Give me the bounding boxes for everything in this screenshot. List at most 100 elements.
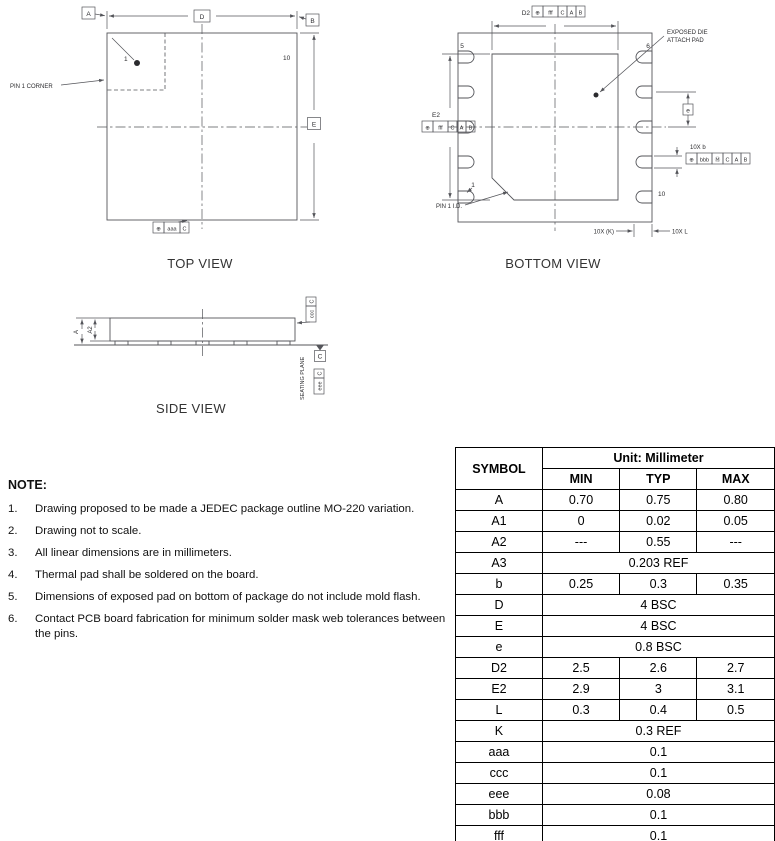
a-dimension-lines xyxy=(76,317,110,344)
symbol-cell: ccc xyxy=(455,762,543,784)
top-view-title: TOP VIEW xyxy=(167,256,233,271)
span-cell: 0.1 xyxy=(541,804,775,826)
b-tolerance-frame: ⊕ bbb Ⓜ C A B xyxy=(685,152,751,165)
pin1-id-label: PIN 1 I.D. xyxy=(436,204,462,210)
bottom-view-title: BOTTOM VIEW xyxy=(505,256,601,271)
frame-symbol: ⊕ xyxy=(156,226,161,232)
frame-datum: C xyxy=(183,226,187,232)
frame-tolerance: fff xyxy=(438,125,443,131)
centerlines xyxy=(448,24,666,231)
note-number: 3. xyxy=(8,547,18,560)
e2-dimension-label: E2 xyxy=(432,112,440,119)
note-number: 4. xyxy=(8,569,18,582)
symbol-header: SYMBOL xyxy=(455,447,543,490)
table-row: aaa 0.1 xyxy=(455,741,775,763)
typ-cell: 0.55 xyxy=(619,531,698,553)
table-row: E2 2.9 3 3.1 xyxy=(455,678,775,700)
d2-tolerance-frame: ⊕ fff C A B xyxy=(531,5,586,18)
max-cell: 2.7 xyxy=(696,657,775,679)
table-row: ccc 0.1 xyxy=(455,762,775,784)
frame-datum-b: B xyxy=(579,10,583,16)
d2-dimension-lines xyxy=(491,21,619,50)
symbol-cell: b xyxy=(455,573,543,595)
symbol-cell: E xyxy=(455,615,543,637)
col-min-header: MIN xyxy=(541,468,621,490)
dim-d-box xyxy=(193,9,211,23)
frame-tolerance: fff xyxy=(548,10,553,16)
table-row: A1 0 0.02 0.05 xyxy=(455,510,775,532)
a2-dimension-lines xyxy=(90,319,110,342)
exposed-pad xyxy=(491,53,619,201)
span-cell: 0.8 BSC xyxy=(541,636,775,658)
frame-datum-c: C xyxy=(726,157,730,163)
frame-datum-b: B xyxy=(744,157,748,163)
seating-plane-label: SEATING PLANE xyxy=(300,356,306,400)
typ-cell: 0.3 xyxy=(619,573,698,595)
exposed-pad-label-line2: ATTACH PAD xyxy=(667,38,704,44)
max-cell: 0.80 xyxy=(696,489,775,511)
min-cell: 2.5 xyxy=(541,657,621,679)
note-number: 1. xyxy=(8,503,18,515)
right-terminal-pads xyxy=(635,50,653,204)
side-view-drawing: A A2 ccc C SEATING PLANE eee C xyxy=(74,296,328,400)
side-top-tolerance-frame: ccc C xyxy=(296,296,317,325)
table-row: e 0.8 BSC xyxy=(455,636,775,658)
bottom-pin6-number: 6 xyxy=(646,43,650,50)
notes-heading: NOTE: xyxy=(8,478,47,492)
symbol-cell: bbb xyxy=(455,804,543,826)
b-dimension-lines xyxy=(654,147,682,177)
table-row: A 0.70 0.75 0.80 xyxy=(455,489,775,511)
symbol-cell: eee xyxy=(455,783,543,805)
bottom-view-drawing: 5 6 1 10 D2 ⊕ fff C A B xyxy=(421,5,751,237)
pin1-number-leader xyxy=(466,187,473,193)
pitch-e-label: e xyxy=(686,107,690,114)
frame-modifier-m: Ⓜ xyxy=(715,155,721,163)
b-dimension-label: 10X b xyxy=(690,145,706,151)
frame-datum-b: B xyxy=(469,125,473,131)
dim-e-box xyxy=(307,117,321,130)
table-row: b 0.25 0.3 0.35 xyxy=(455,573,775,595)
note-item: 4. Thermal pad shall be soldered on the … xyxy=(8,568,456,583)
max-cell: 0.35 xyxy=(696,573,775,595)
dim-e-label: E xyxy=(312,122,317,129)
col-max-header: MAX xyxy=(696,468,775,490)
datum-c-label: C xyxy=(318,354,323,361)
a-dimension-label: A xyxy=(74,330,80,334)
frame-datum: C xyxy=(309,299,315,303)
frame-datum: C xyxy=(317,371,323,375)
typ-cell: 2.6 xyxy=(619,657,698,679)
datum-a-box xyxy=(81,6,96,20)
symbol-cell: K xyxy=(455,720,543,742)
min-cell: --- xyxy=(541,531,621,553)
dim-d-label: D xyxy=(200,14,205,21)
table-row: A2 --- 0.55 --- xyxy=(455,531,775,553)
pin1-corner-dot xyxy=(134,60,140,66)
note-item: 2. Drawing not to scale. xyxy=(8,524,456,539)
top-view-drawing: PIN 1 CORNER 1 10 A D B E xyxy=(10,6,321,234)
frame-datum-a: A xyxy=(570,10,574,16)
max-cell: 0.05 xyxy=(696,510,775,532)
frame-datum-c: C xyxy=(451,125,455,131)
note-text: Dimensions of exposed pad on bottom of p… xyxy=(35,591,421,604)
note-item: 5. Dimensions of exposed pad on bottom o… xyxy=(8,590,456,605)
frame-tolerance: bbb xyxy=(700,157,709,163)
exposed-pad-leader xyxy=(599,35,665,93)
min-cell: 0.70 xyxy=(541,489,621,511)
span-cell: 0.1 xyxy=(541,741,775,763)
top-pin1-number: 1 xyxy=(124,56,128,63)
col-typ-header: TYP xyxy=(619,468,698,490)
pin1-corner-dot-leader xyxy=(111,37,135,61)
typ-cell: 0.02 xyxy=(619,510,698,532)
min-cell: 2.9 xyxy=(541,678,621,700)
table-row: A3 0.203 REF xyxy=(455,552,775,574)
note-number: 6. xyxy=(8,613,18,626)
min-cell: 0.25 xyxy=(541,573,621,595)
symbol-cell: e xyxy=(455,636,543,658)
top-tolerance-frame: ⊕ aaa C xyxy=(152,219,190,234)
table-row: fff 0.1 xyxy=(455,825,775,841)
datum-c-flag: C xyxy=(314,345,326,362)
frame-symbol: ⊕ xyxy=(535,10,540,16)
note-text: Drawing not to scale. xyxy=(35,525,142,538)
symbol-cell: aaa xyxy=(455,741,543,763)
